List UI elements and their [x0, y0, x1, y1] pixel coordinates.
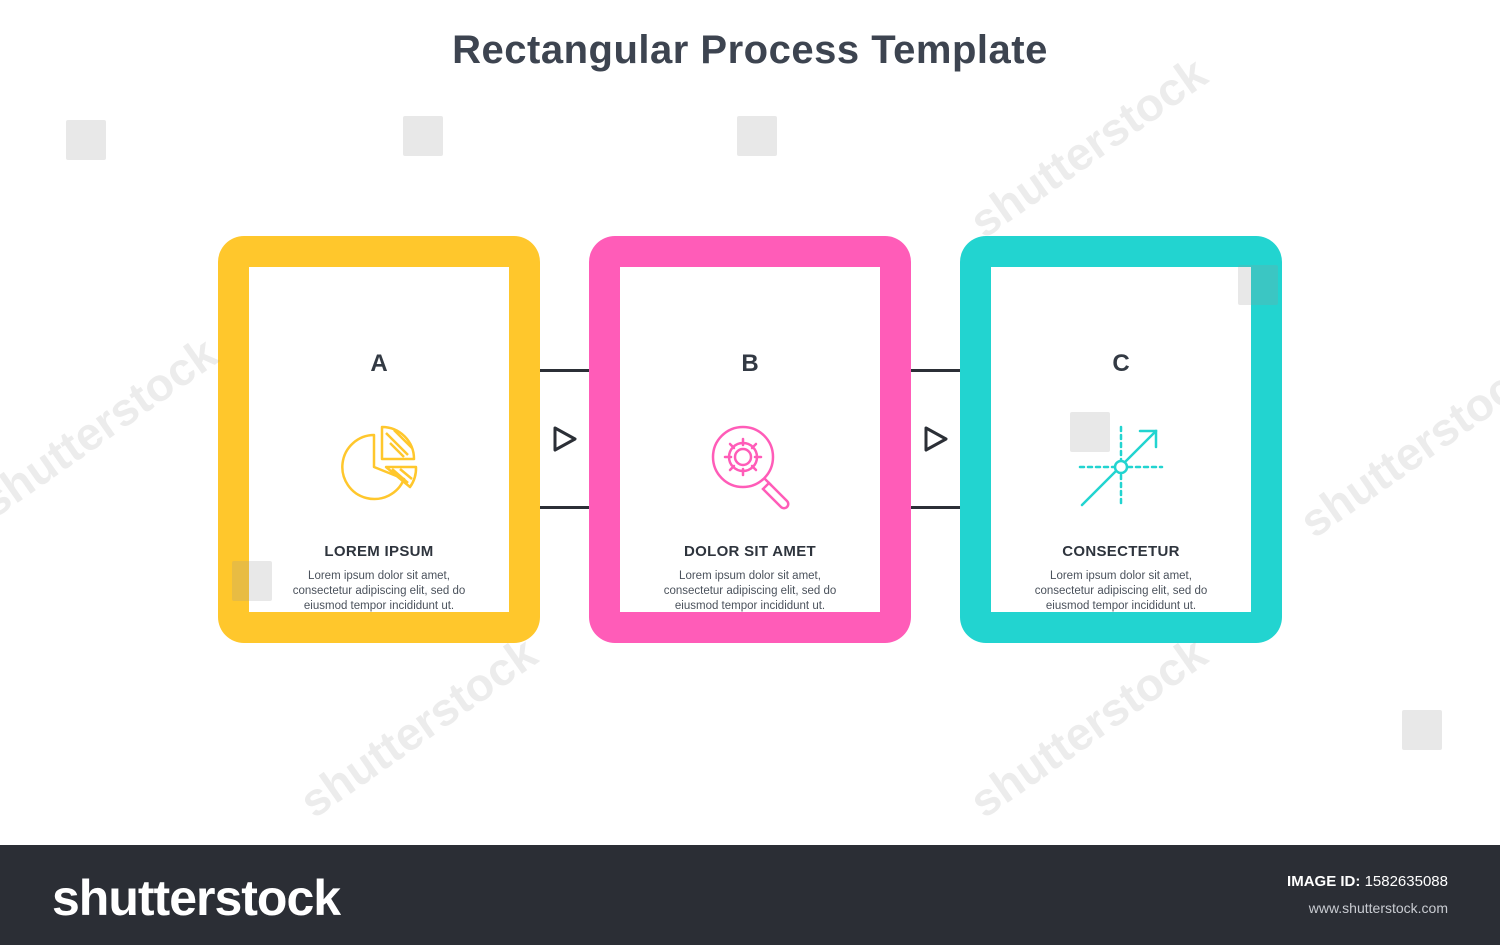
watermark-mark: [66, 120, 106, 160]
play-arrow-icon: [924, 426, 948, 452]
watermark-text: shutterstock: [960, 626, 1217, 828]
watermark-text: shutterstock: [960, 46, 1217, 248]
step-heading: CONSECTETUR: [1062, 543, 1180, 560]
watermark-text: shutterstock: [0, 326, 227, 528]
watermark-mark: [403, 116, 443, 156]
step-description: Lorem ipsum dolor sit amet, consectetur …: [1034, 570, 1208, 612]
step-heading: DOLOR SIT AMET: [684, 543, 816, 560]
step-description: Lorem ipsum dolor sit amet, consectetur …: [663, 570, 837, 612]
play-arrow-icon: [553, 426, 577, 452]
image-id-label: IMAGE ID:: [1287, 873, 1361, 890]
watermark-mark: [232, 561, 272, 601]
step-letter: C: [1112, 350, 1130, 377]
image-id-value: 1582635088: [1364, 873, 1448, 890]
step-letter: B: [741, 350, 759, 377]
step-letter: A: [370, 350, 388, 377]
watermark-mark: [1238, 265, 1278, 305]
footer-bar: shutterstock IMAGE ID: 1582635088 www.sh…: [0, 845, 1500, 945]
gear-search-icon: [711, 425, 790, 510]
watermark-text: shutterstock: [1290, 346, 1500, 548]
step-card-a: A LOREM IPSUM Lorem ipsum dolor sit amet…: [218, 236, 540, 643]
pie-chart-icon: [341, 425, 418, 501]
page-title: Rectangular Process Template: [452, 28, 1048, 72]
footer-url: www.shutterstock.com: [1308, 900, 1448, 916]
watermark-text: shutterstock: [290, 626, 547, 828]
image-id-line: IMAGE ID: 1582635088: [1287, 873, 1448, 890]
watermark-mark: [737, 116, 777, 156]
step-description: Lorem ipsum dolor sit amet, consectetur …: [292, 570, 466, 612]
step-card-c: C CONSECTETUR Lorem ipsum dolor sit amet…: [960, 236, 1282, 643]
step-heading: LOREM IPSUM: [324, 543, 434, 560]
watermark-mark: [1070, 412, 1110, 452]
footer-logo: shutterstock: [52, 870, 341, 926]
watermark-mark: [1402, 710, 1442, 750]
growth-arrow-icon: [1078, 425, 1164, 509]
step-card-b: B DOLOR SIT AMET Lorem ipsum dolor sit a…: [589, 236, 911, 643]
